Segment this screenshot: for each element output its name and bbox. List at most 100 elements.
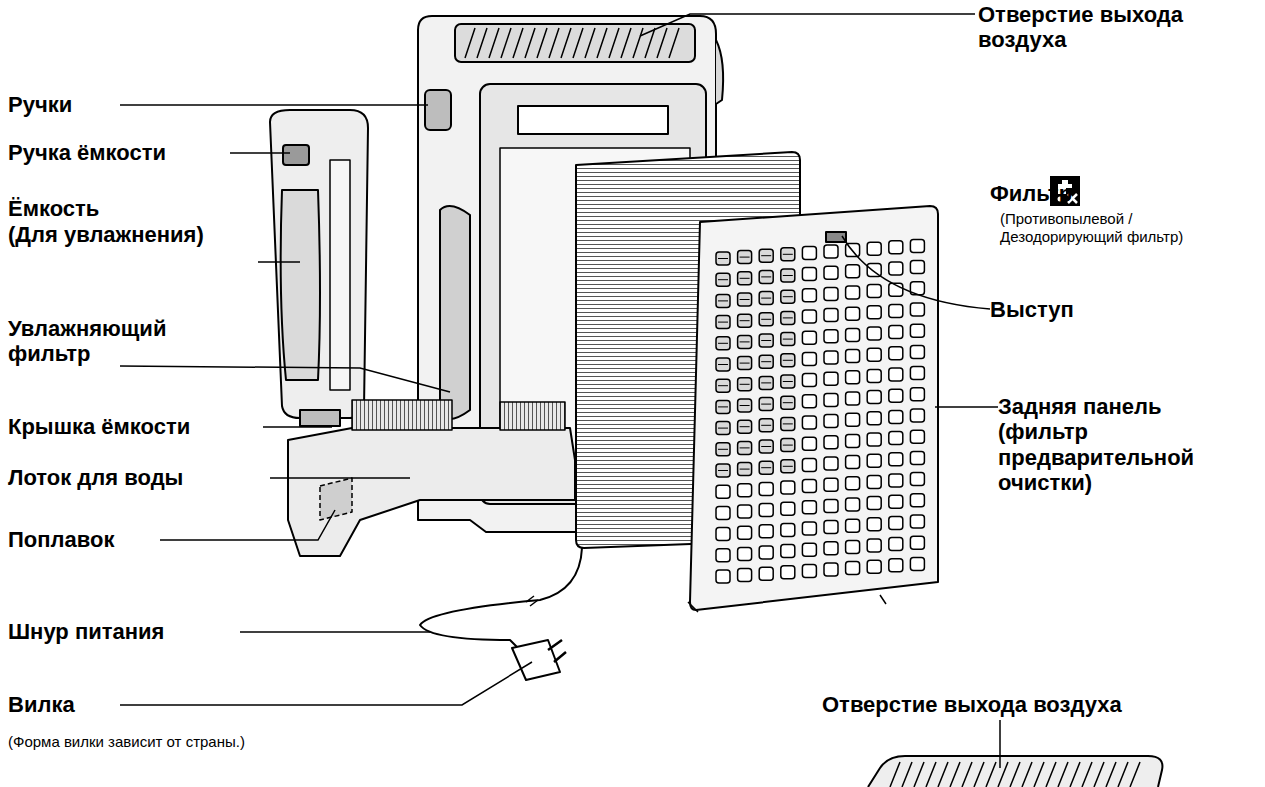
panel-opening [846,307,860,320]
panel-slot [783,445,793,446]
panel-opening [738,569,752,582]
panel-opening [781,375,795,388]
panel-opening [846,350,860,363]
panel-opening [759,419,773,432]
panel-opening [910,345,924,358]
panel-slot [740,405,750,406]
panel-opening [910,261,924,274]
panel-slot [761,319,771,320]
panel-opening [824,563,838,576]
back-panel [690,206,938,610]
panel-opening [738,251,752,264]
panel-opening [802,480,816,493]
part-label: Крышка ёмкости [8,414,190,439]
panel-opening [802,374,816,387]
panel-opening [846,456,860,469]
panel-opening [781,481,795,494]
panel-opening [716,379,730,392]
panel-slot [783,275,793,276]
tank [270,110,368,418]
panel-opening [910,473,924,486]
panel-opening [824,542,838,555]
panel-opening [802,501,816,514]
panel-opening [867,497,881,510]
panel-opening [889,347,903,360]
panel-opening [738,484,752,497]
panel-opening [802,310,816,323]
panel-slot [761,298,771,299]
panel-opening [759,461,773,474]
part-label: Поплавок [8,527,114,552]
panel-opening [738,505,752,518]
panel-opening [802,437,816,450]
panel-slot [761,446,771,447]
panel-opening [867,242,881,255]
panel-opening [716,464,730,477]
panel-opening [867,369,881,382]
panel-opening [738,420,752,433]
panel-opening [824,478,838,491]
panel-slot [740,299,750,300]
panel-opening [738,314,752,327]
panel-opening [738,399,752,412]
panel-opening [910,557,924,570]
panel-opening [910,324,924,337]
panel-opening [867,285,881,298]
panel-slot [761,404,771,405]
panel-opening [759,398,773,411]
panel-slot [718,428,728,429]
panel-opening [910,515,924,528]
panel-opening [802,246,816,259]
panel-slot [761,340,771,341]
panel-opening [716,485,730,498]
panel-opening [802,522,816,535]
panel-opening [738,357,752,370]
panel-opening [867,306,881,319]
panel-opening [759,270,773,283]
panel-opening [846,413,860,426]
panel-slot [740,384,750,385]
panel-opening [867,412,881,425]
panel-opening [846,498,860,511]
part-label: Ёмкость [8,196,99,221]
panel-slot [761,361,771,362]
panel-slot [740,363,750,364]
panel-opening [781,502,795,515]
part-label: Выступ [990,297,1074,322]
panel-opening [759,567,773,580]
panel-opening [867,348,881,361]
panel-opening [824,521,838,534]
panel-opening [802,564,816,577]
panel-opening [824,245,838,258]
panel-opening [846,562,860,575]
panel-opening [802,458,816,471]
panel-opening [802,352,816,365]
panel-opening [910,430,924,443]
part-label: Ручки [8,92,72,117]
panel-opening [781,269,795,282]
panel-opening [824,266,838,279]
panel-opening [867,433,881,446]
panel-opening [824,499,838,512]
panel-opening [910,239,924,252]
panel-opening [824,351,838,364]
panel-slot [740,257,750,258]
panel-slot [783,360,793,361]
panel-opening [738,272,752,285]
panel-slot [740,447,750,448]
panel-opening [716,528,730,541]
panel-slot [761,276,771,277]
panel-slot [783,381,793,382]
panel-opening [910,409,924,422]
panel-opening [759,504,773,517]
panel-slot [718,470,728,471]
panel-opening [716,400,730,413]
part-label: Отверстие выхода воздуха [822,692,1122,717]
panel-opening [716,294,730,307]
panel-opening [781,248,795,261]
panel-opening [716,549,730,562]
panel-slot [783,402,793,403]
panel-slot [718,343,728,344]
panel-opening [867,518,881,531]
